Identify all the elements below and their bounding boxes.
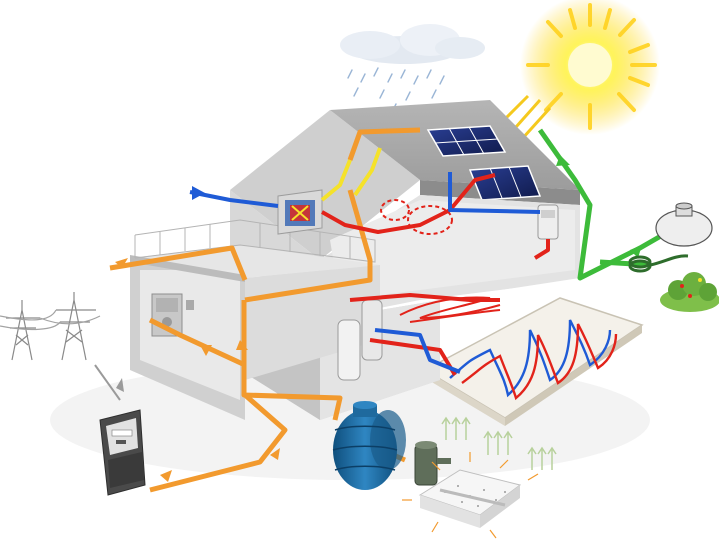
shrub-icon (660, 272, 719, 312)
meter-icon (100, 410, 145, 495)
cloud-rain-icon (340, 24, 485, 112)
pylon-icon (0, 292, 100, 360)
boiler-icon (538, 205, 558, 239)
blue-arrows (192, 186, 205, 200)
ventilation-unit-icon (278, 190, 322, 234)
sun-icon (520, 0, 660, 135)
septic-tank-icon (656, 203, 712, 246)
